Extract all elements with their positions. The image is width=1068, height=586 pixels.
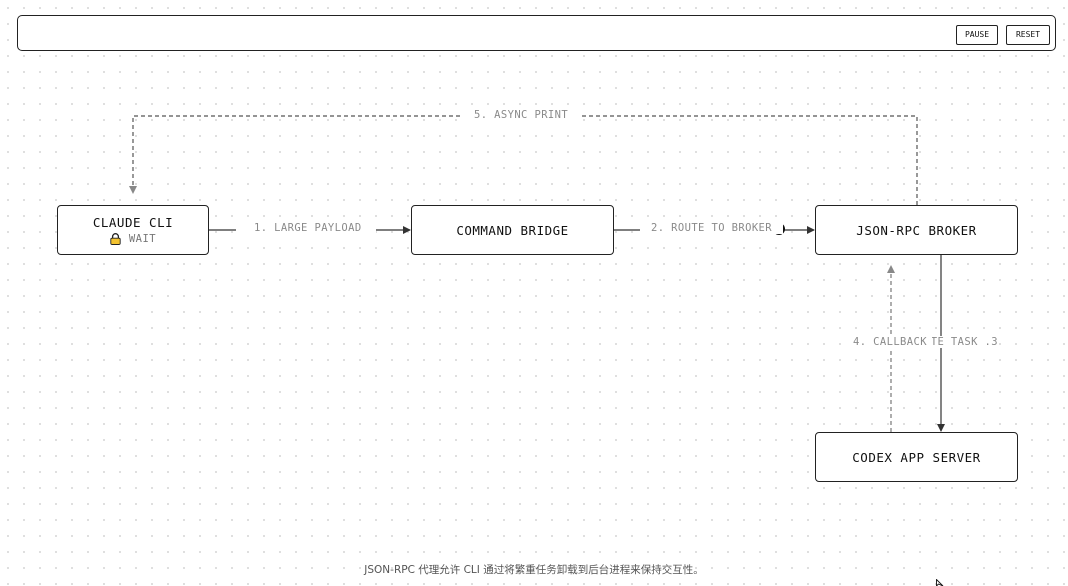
reset-button[interactable]: RESET [1006, 25, 1050, 45]
edge-async-print [129, 115, 918, 205]
node-json-rpc-broker: JSON-RPC BROKER [815, 205, 1018, 255]
edge-label-async-print: 5. ASYNC PRINT [462, 109, 581, 121]
toolbar: PAUSE RESET [17, 15, 1056, 51]
status-text: WAIT [128, 233, 157, 245]
node-label: JSON-RPC BROKER [856, 222, 977, 238]
lock-icon [110, 233, 121, 245]
edge-label-callback: 4. CALLBACK [848, 336, 932, 348]
edge-label-route-to-broker: 2. ROUTE TO BROKER [640, 222, 783, 234]
mouse-pointer-icon [936, 579, 944, 586]
footer-caption: JSON-RPC 代理允许 CLI 通过将繁重任务卸载到后台进程来保持交互性。 [364, 564, 704, 576]
node-label: CODEX APP SERVER [852, 449, 981, 465]
node-codex-app-server: CODEX APP SERVER [815, 432, 1018, 482]
pause-button[interactable]: PAUSE [956, 25, 998, 45]
node-label: COMMAND BRIDGE [456, 222, 569, 238]
node-claude-cli: CLAUDE CLI WAIT [57, 205, 209, 255]
node-command-bridge: COMMAND BRIDGE [411, 205, 614, 255]
node-status: WAIT [110, 233, 156, 245]
node-label: CLAUDE CLI [92, 215, 174, 230]
edge-label-large-payload: 1. LARGE PAYLOAD [236, 222, 376, 234]
